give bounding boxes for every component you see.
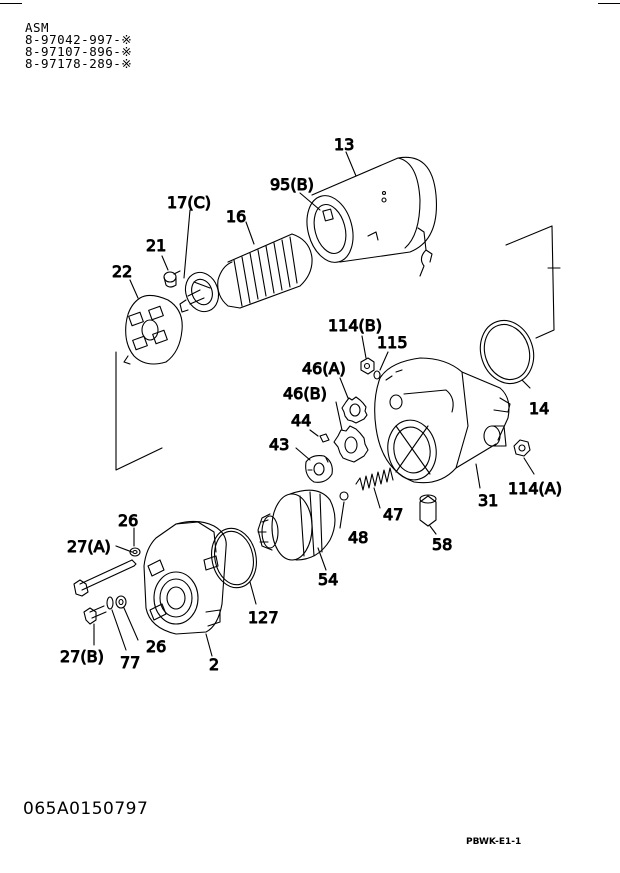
- pin-44[interactable]: [319, 433, 330, 443]
- leader-lines: [93, 151, 535, 657]
- callout-22: 22: [112, 262, 132, 281]
- washer-115[interactable]: [373, 370, 381, 380]
- part-number: 8-97178-289-※: [25, 56, 133, 71]
- armature-16[interactable]: [179, 233, 313, 316]
- callout-27b: 27(B): [60, 647, 104, 666]
- clutch-pinion-54[interactable]: [257, 489, 336, 561]
- yoke-housing-13[interactable]: [300, 156, 438, 277]
- screw-21[interactable]: [163, 270, 181, 288]
- callout-17c: 17(C): [167, 193, 211, 212]
- washer-26-upper[interactable]: [129, 547, 141, 557]
- magnetic-switch-31[interactable]: [374, 357, 511, 484]
- callout-54: 54: [318, 570, 338, 589]
- callout-31: 31: [478, 491, 498, 510]
- drawing-number: 065A0150797: [23, 799, 149, 819]
- part-number: 8-97107-896-※: [25, 44, 133, 59]
- callout-48: 48: [348, 528, 368, 547]
- washer-26-lower[interactable]: [115, 595, 127, 609]
- callout-127: 127: [248, 608, 279, 627]
- bolt-27b[interactable]: [83, 605, 107, 625]
- callout-115: 115: [377, 333, 408, 352]
- nut-114b[interactable]: [360, 357, 375, 375]
- assembly-header: ASM 8-97042-997-※ 8-97107-896-※ 8-97178-…: [25, 20, 133, 71]
- callout-26-lower: 26: [146, 637, 166, 656]
- gear-46a[interactable]: [341, 396, 368, 424]
- top-left-rule: [0, 3, 22, 4]
- o-ring-127[interactable]: [206, 524, 262, 592]
- callout-43: 43: [269, 435, 289, 454]
- callout-46a: 46(A): [302, 359, 346, 378]
- top-right-rule: [598, 3, 620, 4]
- o-ring-14[interactable]: [472, 314, 541, 391]
- lock-washer-77[interactable]: [106, 596, 114, 610]
- callout-2: 2: [209, 655, 219, 674]
- callout-46b: 46(B): [283, 384, 327, 403]
- callout-16: 16: [226, 207, 246, 226]
- spring-47[interactable]: [355, 467, 394, 491]
- retainer-43[interactable]: [305, 455, 333, 483]
- gear-46b[interactable]: [333, 425, 369, 463]
- callout-44: 44: [291, 411, 311, 430]
- callout-26-upper: 26: [118, 511, 138, 530]
- page-code: PBWK-E1-1: [466, 837, 522, 847]
- front-housing-2[interactable]: [143, 520, 227, 635]
- through-bolt-27a[interactable]: [73, 559, 137, 597]
- callout-95b: 95(B): [270, 175, 314, 194]
- brush-holder-22[interactable]: [123, 294, 183, 365]
- callout-77: 77: [120, 653, 140, 672]
- callout-47: 47: [383, 505, 403, 524]
- callout-labels: 13 95(B) 17(C) 16 21 22 114(B) 115 46(A)…: [59, 134, 562, 674]
- callout-13: 13: [334, 135, 354, 154]
- assembly-title: ASM: [25, 20, 50, 35]
- callout-27a: 27(A): [67, 537, 111, 556]
- part-number: 8-97042-997-※: [25, 32, 133, 47]
- callout-114b: 114(B): [328, 316, 382, 335]
- nut-114a[interactable]: [513, 439, 531, 457]
- plunger-58[interactable]: [419, 494, 437, 527]
- callout-21: 21: [146, 236, 166, 255]
- callout-58: 58: [432, 535, 452, 554]
- callout-114a: 114(A): [508, 479, 562, 498]
- ball-48[interactable]: [339, 491, 349, 501]
- callout-14: 14: [529, 399, 549, 418]
- alignment-line-left: [115, 351, 163, 471]
- alignment-line-right: [505, 225, 555, 339]
